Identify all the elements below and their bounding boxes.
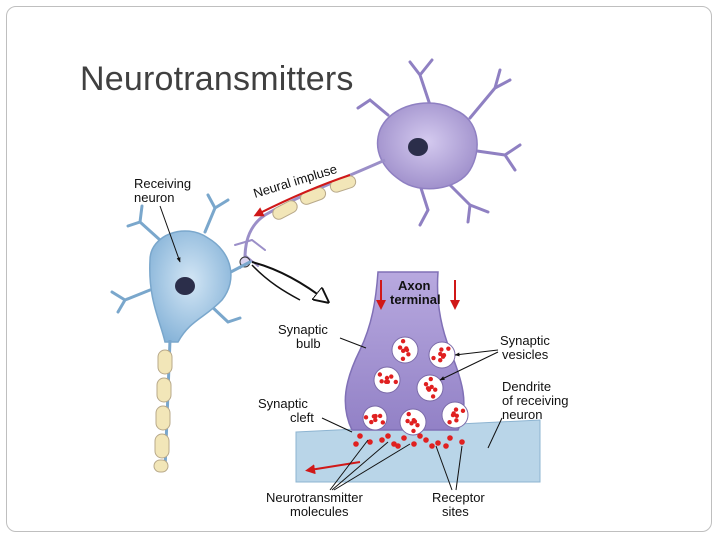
vesicle-molecule (446, 346, 451, 351)
vesicle-molecule (411, 428, 416, 434)
vesicle-molecule (409, 421, 414, 426)
vesicle-molecule (423, 382, 429, 387)
vesicle-molecule (373, 417, 378, 423)
neurotransmitter-dot (411, 441, 417, 447)
impulse-arrow (253, 174, 351, 217)
vesicle-molecule (380, 420, 386, 425)
neurotransmitter-dot (357, 433, 363, 439)
vesicle-molecule (377, 372, 383, 377)
neurotransmitter-label: Neurotransmitter molecules (266, 490, 366, 519)
neurotransmitter-dot (423, 437, 429, 443)
slide-title: Neurotransmitters (80, 60, 354, 98)
magnify-arrow-lower (251, 264, 301, 301)
vesicle-molecule (438, 351, 443, 357)
synaptic-vesicles-label: Synaptic vesicles (500, 333, 554, 362)
vesicle-molecule (363, 415, 369, 420)
neurotransmitter-dot (459, 439, 465, 445)
receptor-sites-label: Receptor sites (432, 490, 488, 519)
neurotransmitter-dot (367, 439, 373, 445)
vesicle-molecule (460, 408, 466, 414)
vesicle-molecule (415, 422, 420, 428)
vesicle-molecule (428, 376, 433, 382)
vesicle-molecule (393, 379, 398, 385)
vesicle-molecule (369, 419, 374, 425)
synaptic-bulb-label: Synaptic bulb (278, 322, 332, 351)
vesicle-molecule (431, 355, 436, 361)
neurotransmitter-dot (385, 433, 391, 439)
vesicle-molecule (406, 352, 411, 357)
axon-terminal-label: Axon terminal (390, 278, 441, 307)
neurotransmitter-dot (429, 443, 435, 449)
vesicle-molecule (433, 387, 438, 392)
vesicle-molecule (411, 417, 416, 423)
neurotransmitter-dot (353, 441, 359, 447)
receiving-neuron-label: Receiving neuron (134, 176, 195, 205)
dendrite-arrow (305, 461, 361, 475)
neurotransmitter-molecules (353, 433, 465, 449)
receiving-neuron-pointer (159, 205, 181, 263)
dendrite-pointer (487, 417, 503, 449)
vesicle-molecule (426, 387, 432, 392)
magnify-arrow (251, 261, 328, 302)
vesicle-molecule (454, 418, 459, 423)
neurotransmitter-dot (395, 443, 401, 449)
neurotransmitter-pointers (329, 439, 411, 491)
vesicle-molecule (377, 413, 383, 419)
vesicle-molecule (371, 414, 377, 419)
vesicle-molecule (397, 345, 403, 350)
vesicle-molecule (389, 374, 394, 379)
vesicle-molecule (400, 348, 406, 354)
vesicle-molecule (406, 411, 411, 417)
axon (234, 158, 386, 269)
vesicle-molecule (454, 413, 460, 419)
vesicle-molecule (400, 356, 406, 361)
dendrite-label: Dendrite of receiving neuron (502, 379, 572, 422)
vesicle-molecule (441, 353, 447, 358)
neurotransmitter-dot (447, 435, 453, 441)
vesicle-molecule (405, 418, 410, 424)
vesicle-molecule (404, 346, 409, 351)
vesicle-molecule (447, 419, 452, 425)
vesicle-molecule (453, 407, 459, 412)
vesicle-molecule (385, 379, 391, 384)
neurotransmitter-dot (401, 435, 407, 441)
sending-neuron (356, 58, 522, 227)
synaptic-bulb-pointer (339, 337, 367, 349)
synaptic-cleft-pointer (321, 417, 353, 433)
vesicle-molecule (438, 358, 443, 363)
neurotransmitter-dot (435, 440, 441, 446)
receptor-pointers (435, 445, 463, 491)
vesicle-molecule (384, 375, 390, 381)
vesicle-molecule (379, 379, 384, 384)
vesicle-molecule (450, 412, 456, 418)
vesicle-molecule (429, 384, 434, 390)
vesicle-molecule (400, 339, 406, 344)
vesicle-molecule (430, 394, 436, 399)
synaptic-cleft-label: Synaptic cleft (258, 396, 314, 425)
vesicles-pointers (439, 349, 499, 381)
synaptic-vesicles (362, 336, 469, 436)
neurotransmitter-dot (443, 443, 449, 449)
neurotransmitter-dot (379, 437, 385, 443)
neurotransmitter-dot (417, 433, 423, 439)
vesicle-molecule (439, 347, 444, 352)
receiving-neuron (110, 193, 252, 473)
